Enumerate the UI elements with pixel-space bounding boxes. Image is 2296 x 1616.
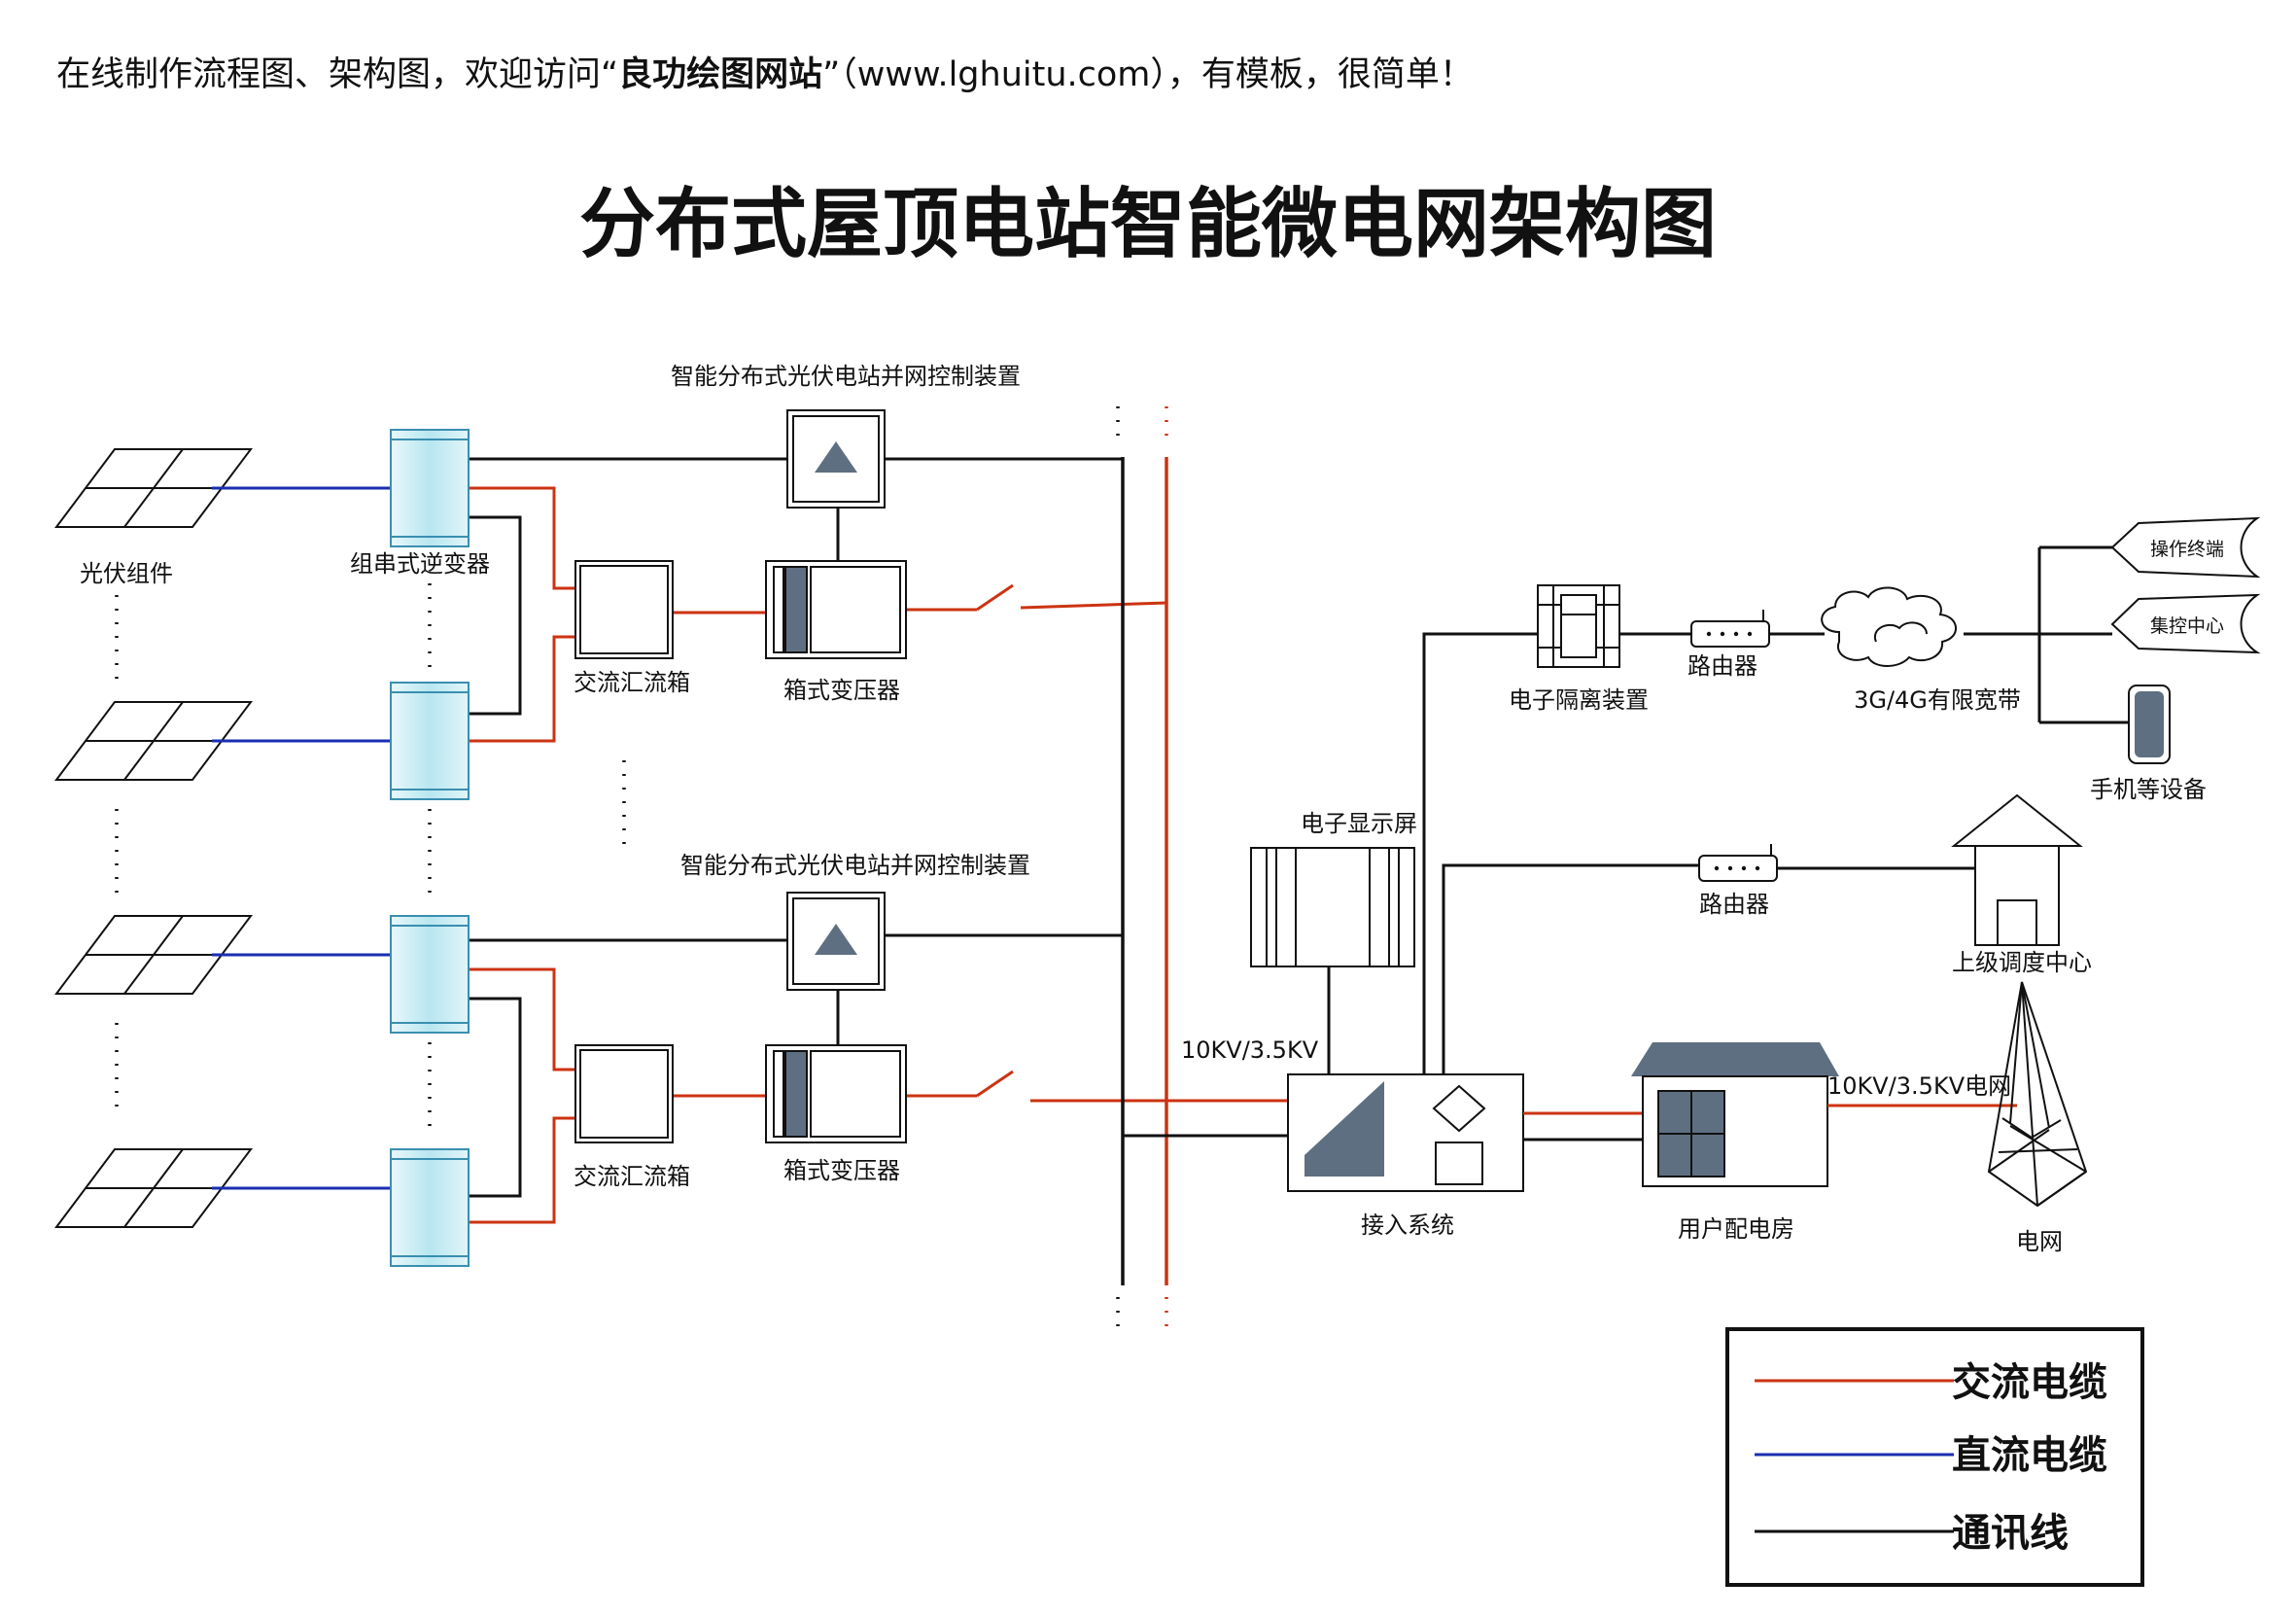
control-center-icon — [2110, 593, 2261, 654]
page-title: 分布式屋顶电站智能微电网架构图 — [578, 180, 1717, 268]
ac-combiner-label-1: 交流汇流箱 — [574, 669, 690, 696]
box-transformer-label-1: 箱式变压器 — [783, 677, 900, 704]
box-transformer-2 — [765, 1044, 907, 1143]
router-2 — [1698, 843, 1778, 882]
dc-lines — [212, 486, 391, 1190]
control-device-label-1: 智能分布式光伏电站并网控制装置 — [671, 363, 1021, 390]
electronic-display-screen — [1250, 847, 1415, 967]
grid-tower-icon — [1987, 981, 2088, 1208]
router-label-1: 路由器 — [1687, 652, 1757, 680]
string-inverter-label: 组串式逆变器 — [350, 550, 490, 578]
string-inverter-1 — [390, 429, 470, 547]
box-transformer-label-2: 箱式变压器 — [783, 1157, 900, 1184]
mobile-devices-label: 手机等设备 — [2090, 776, 2207, 803]
box-transformer-1 — [765, 560, 907, 659]
ac-combiner-box-2 — [574, 1044, 674, 1143]
router-label-2: 路由器 — [1699, 891, 1769, 918]
mobile-device-icon — [2128, 685, 2171, 764]
cloud-icon — [1821, 586, 1957, 667]
legend-dc-label: 直流电缆 — [1952, 1432, 2107, 1478]
user-substation-icon — [1631, 1042, 1839, 1187]
control-device-label-2: 智能分布式光伏电站并网控制装置 — [680, 852, 1030, 879]
comm-lines-right — [1422, 545, 2129, 1074]
grid-label: 电网 — [2016, 1228, 2063, 1255]
legend-comm-label: 通讯线 — [1952, 1510, 2069, 1556]
comm-lines-group1 — [469, 457, 1123, 716]
banner-suffix: ”（www.lghuitu.com），有模板，很简单！ — [822, 55, 1474, 94]
continuation-dots — [115, 406, 1120, 1338]
string-inverter-2 — [390, 682, 470, 800]
broadband-label: 3G/4G有限宽带 — [1854, 686, 2021, 714]
operator-terminal-label: 操作终端 — [2150, 539, 2224, 560]
display-screen-label: 电子显示屏 — [1301, 810, 1417, 837]
string-inverter-4 — [390, 1148, 470, 1267]
voltage-label-left: 10KV/3.5KV — [1181, 1036, 1319, 1064]
ac-lines-group1 — [469, 486, 1167, 743]
electronic-isolation-device — [1537, 584, 1620, 668]
user-substation-label: 用户配电房 — [1678, 1215, 1794, 1243]
access-system-label: 接入系统 — [1361, 1212, 1454, 1239]
legend: 交流电缆 直流电缆 通讯线 — [1725, 1327, 2144, 1587]
grid-voltage-label: 10KV/3.5KV电网 — [1827, 1072, 2011, 1100]
banner-site[interactable]: 良功绘图网站 — [618, 55, 823, 94]
dispatch-center-house-icon — [1951, 793, 2083, 946]
string-inverter-3 — [390, 915, 470, 1034]
access-system — [1287, 1073, 1524, 1192]
banner: 在线制作流程图、架构图，欢迎访问“良功绘图网站”（www.lghuitu.com… — [56, 47, 1474, 96]
isolation-device-label: 电子隔离装置 — [1509, 686, 1649, 714]
access-to-substation-lines — [1523, 1111, 1643, 1142]
ac-combiner-box-1 — [574, 560, 674, 659]
legend-box — [1725, 1327, 2144, 1587]
comm-lines-group2 — [469, 933, 1123, 1198]
control-center-label: 集控中心 — [2150, 615, 2224, 637]
legend-ac-label: 交流电缆 — [1952, 1359, 2107, 1405]
pv-module-label: 光伏组件 — [80, 560, 173, 587]
ac-combiner-label-2: 交流汇流箱 — [574, 1163, 690, 1190]
grid-control-device-1 — [786, 409, 886, 509]
banner-prefix: 在线制作流程图、架构图，欢迎访问“ — [56, 55, 619, 94]
grid-control-device-2 — [786, 892, 886, 991]
router-1 — [1690, 609, 1770, 648]
operator-terminal-icon — [2110, 516, 2261, 579]
dispatch-center-label: 上级调度中心 — [1952, 949, 2092, 976]
